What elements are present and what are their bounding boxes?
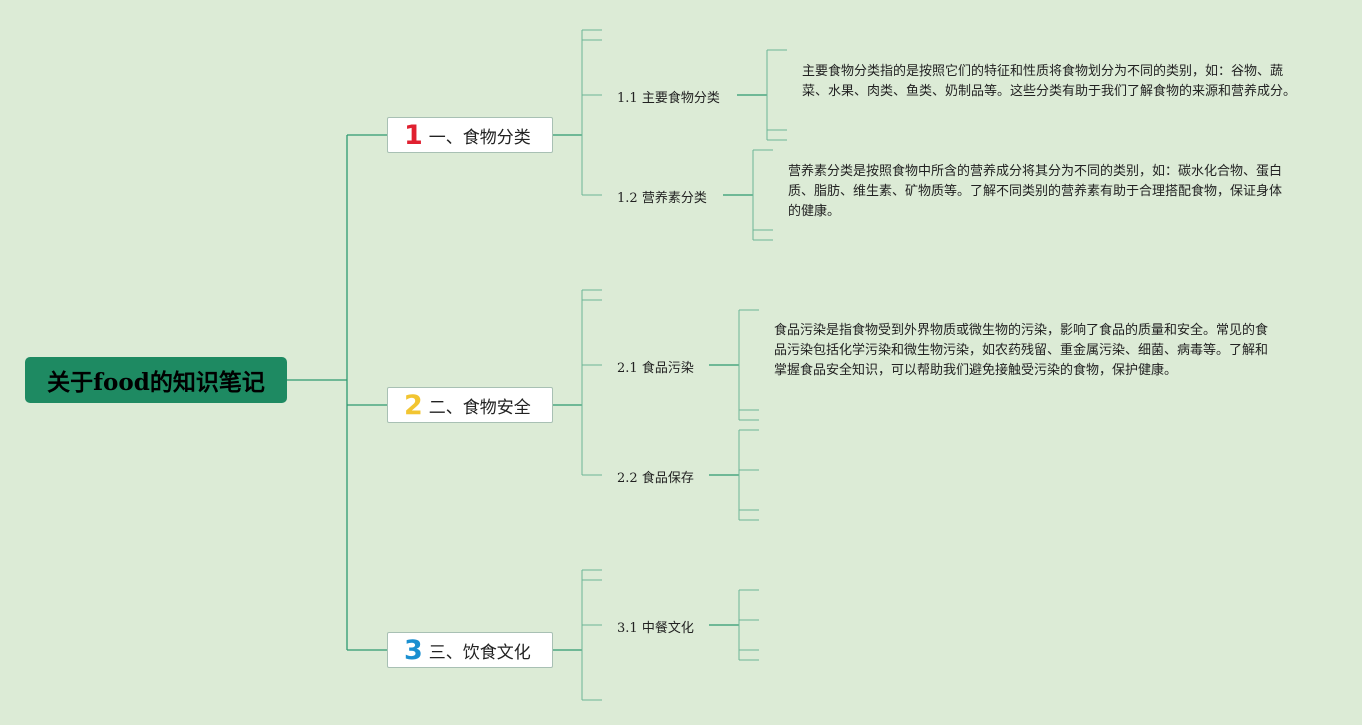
section-label-1: 一、食物分类 — [428, 127, 531, 148]
subtopic-desc-1-2: 营养素分类是按照食物中所含的营养成分将其分为不同的类别，如：碳水化合物、蛋白质、… — [788, 164, 1283, 219]
root-title: 关于food的知识笔记 — [47, 369, 265, 396]
subtopic-3-1[interactable]: 3.1 中餐文化 — [617, 617, 694, 636]
subtopic-1-1[interactable]: 1.1 主要食物分类 — [617, 87, 720, 106]
subtopic-number: 2.2 — [617, 471, 638, 486]
section-node-2[interactable]: 2 二、食物安全 — [387, 387, 553, 423]
section-label-3: 三、饮食文化 — [428, 642, 531, 663]
section-label-2: 二、食物安全 — [428, 397, 531, 418]
subtopic-number: 1.2 — [617, 191, 638, 206]
subtopic-desc-2-1: 食品污染是指食物受到外界物质或微生物的污染，影响了食品的质量和安全。常见的食品污… — [774, 323, 1269, 378]
section-number-3: 3 — [404, 634, 423, 666]
subtopic-label: 营养素分类 — [641, 191, 707, 206]
subtopic-number: 2.1 — [617, 361, 638, 376]
section-node-3[interactable]: 3 三、饮食文化 — [387, 632, 553, 668]
subtopic-label: 食品污染 — [641, 361, 694, 376]
section-number-2: 2 — [404, 389, 423, 421]
root-node[interactable]: 关于food的知识笔记 — [25, 357, 287, 403]
subtopic-label: 食品保存 — [641, 471, 694, 486]
subtopic-desc-1-1: 主要食物分类指的是按照它们的特征和性质将食物划分为不同的类别，如：谷物、蔬菜、水… — [802, 64, 1297, 99]
section-number-1: 1 — [404, 119, 423, 151]
subtopic-2-2[interactable]: 2.2 食品保存 — [617, 467, 694, 486]
subtopic-label: 中餐文化 — [641, 621, 694, 636]
subtopic-number: 1.1 — [617, 91, 638, 106]
section-node-1[interactable]: 1 一、食物分类 — [387, 117, 553, 153]
subtopic-number: 3.1 — [617, 621, 638, 636]
subtopic-1-2[interactable]: 1.2 营养素分类 — [617, 187, 707, 206]
subtopic-2-1[interactable]: 2.1 食品污染 — [617, 357, 694, 376]
subtopic-label: 主要食物分类 — [641, 91, 720, 106]
